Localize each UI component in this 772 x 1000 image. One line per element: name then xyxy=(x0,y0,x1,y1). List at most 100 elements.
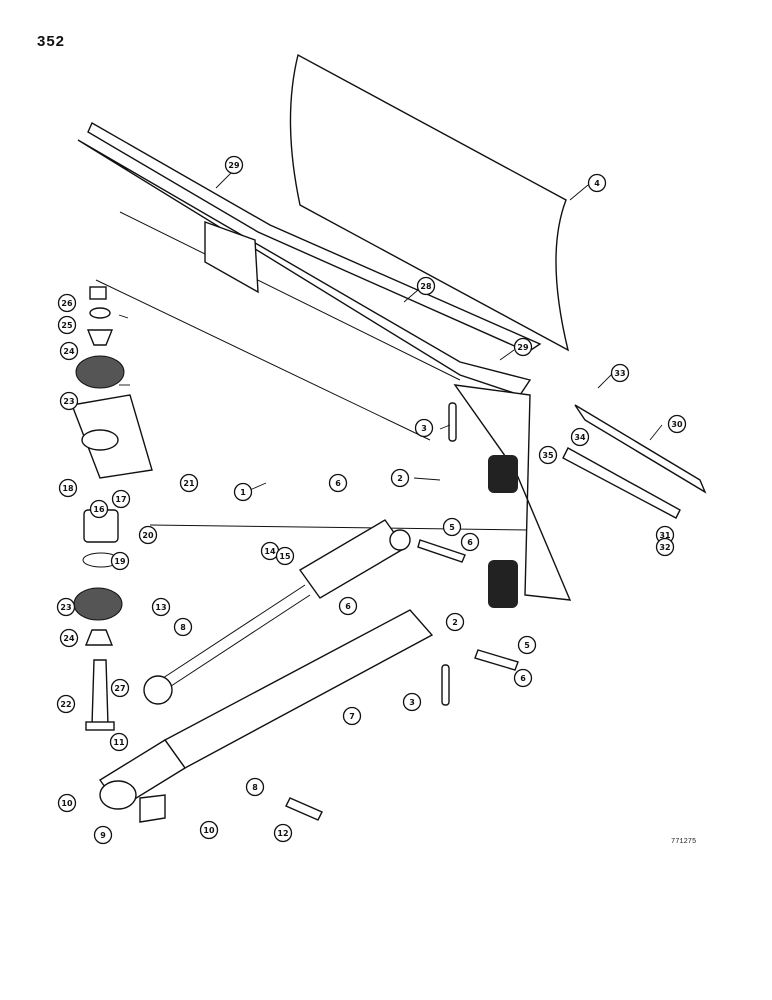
callout-3: 3 xyxy=(414,418,434,438)
callout-35: 35 xyxy=(538,445,558,465)
moldboard-blade xyxy=(289,53,570,352)
callout-8: 8 xyxy=(173,617,193,637)
callout-21: 21 xyxy=(179,473,199,493)
callout-label: 3 xyxy=(409,698,415,707)
callout-label: 26 xyxy=(61,299,73,308)
callout-label: 1 xyxy=(240,488,246,497)
callout-label: 9 xyxy=(100,831,106,840)
callout-34: 34 xyxy=(570,427,590,447)
nut xyxy=(89,286,107,300)
callout-label: 25 xyxy=(61,321,73,330)
callout-label: 28 xyxy=(420,282,432,291)
callout-label: 2 xyxy=(452,618,458,627)
callout-label: 10 xyxy=(61,799,73,808)
callout-18: 18 xyxy=(58,478,78,498)
pin-right xyxy=(474,649,519,671)
callout-label: 35 xyxy=(542,451,554,460)
callout-label: 6 xyxy=(520,674,526,683)
callout-label: 31 xyxy=(659,531,671,540)
callout-label: 12 xyxy=(277,829,288,838)
callout-label: 34 xyxy=(574,433,586,442)
end-bit-lower xyxy=(562,447,681,519)
end-bit-upper xyxy=(574,404,707,494)
callout-4: 4 xyxy=(587,173,607,193)
trunnion-bracket xyxy=(71,394,153,479)
callout-label: 29 xyxy=(517,343,529,352)
callout-6: 6 xyxy=(513,668,533,688)
callout-label: 32 xyxy=(659,543,670,552)
callout-label: 2 xyxy=(397,474,403,483)
callout-6: 6 xyxy=(338,596,358,616)
callout-13: 13 xyxy=(151,597,171,617)
callout-15: 15 xyxy=(275,546,295,566)
callout-label: 20 xyxy=(142,531,154,540)
callout-label: 8 xyxy=(252,783,258,792)
callout-label: 13 xyxy=(155,603,166,612)
callout-7: 7 xyxy=(342,706,362,726)
callout-label: 30 xyxy=(671,420,683,429)
callout-label: 14 xyxy=(264,547,276,556)
callout-label: 24 xyxy=(63,347,75,356)
callout-label: 10 xyxy=(203,826,215,835)
callout-27: 27 xyxy=(110,678,130,698)
stud xyxy=(85,659,115,731)
callout-layer: 1223345566667889101011121314151617181920… xyxy=(56,155,687,845)
washer xyxy=(89,307,111,319)
drawing-code: 771275 xyxy=(671,838,697,846)
callout-label: 16 xyxy=(93,505,105,514)
callout-19: 19 xyxy=(110,551,130,571)
callout-label: 7 xyxy=(349,712,355,721)
rubber-pad-upper xyxy=(75,355,125,389)
collar xyxy=(139,794,166,823)
callout-label: 6 xyxy=(467,538,473,547)
callout-17: 17 xyxy=(111,489,131,509)
callout-22: 22 xyxy=(56,694,76,714)
page-number: 352 xyxy=(37,33,66,50)
callout-label: 21 xyxy=(183,479,195,488)
callout-label: 11 xyxy=(113,738,125,747)
callout-label: 23 xyxy=(60,603,71,612)
callout-24: 24 xyxy=(59,341,79,361)
callout-label: 24 xyxy=(63,634,75,643)
callout-6: 6 xyxy=(328,473,348,493)
callout-29: 29 xyxy=(224,155,244,175)
cone-lower xyxy=(84,629,114,646)
callout-5: 5 xyxy=(442,517,462,537)
callout-label: 15 xyxy=(279,552,291,561)
callout-11: 11 xyxy=(109,732,129,752)
callout-25: 25 xyxy=(57,315,77,335)
callout-23: 23 xyxy=(56,597,76,617)
pin-lower xyxy=(441,664,450,706)
callout-label: 19 xyxy=(114,557,126,566)
callout-label: 23 xyxy=(63,397,74,406)
callout-label: 29 xyxy=(228,161,240,170)
blade-frame xyxy=(77,139,572,608)
push-arm xyxy=(98,609,434,810)
callout-label: 6 xyxy=(335,479,341,488)
pin-middle xyxy=(417,539,466,563)
callout-label: 4 xyxy=(594,179,600,188)
callout-33: 33 xyxy=(610,363,630,383)
callout-9: 9 xyxy=(93,825,113,845)
callout-20: 20 xyxy=(138,525,158,545)
callout-2: 2 xyxy=(390,468,410,488)
callout-8: 8 xyxy=(245,777,265,797)
callout-32: 32 xyxy=(655,537,675,557)
callout-1: 1 xyxy=(233,482,253,502)
callout-23: 23 xyxy=(59,391,79,411)
callout-29: 29 xyxy=(513,337,533,357)
callout-2: 2 xyxy=(445,612,465,632)
rubber-pad-lower xyxy=(73,587,123,621)
callout-6: 6 xyxy=(460,532,480,552)
callout-label: 8 xyxy=(180,623,186,632)
callout-label: 17 xyxy=(115,495,126,504)
callout-label: 5 xyxy=(449,523,455,532)
callout-label: 22 xyxy=(60,700,71,709)
callout-12: 12 xyxy=(273,823,293,843)
callout-16: 16 xyxy=(89,499,109,519)
callout-label: 6 xyxy=(345,602,351,611)
hydraulic-cylinder xyxy=(143,519,411,705)
callout-label: 18 xyxy=(62,484,74,493)
callout-30: 30 xyxy=(667,414,687,434)
